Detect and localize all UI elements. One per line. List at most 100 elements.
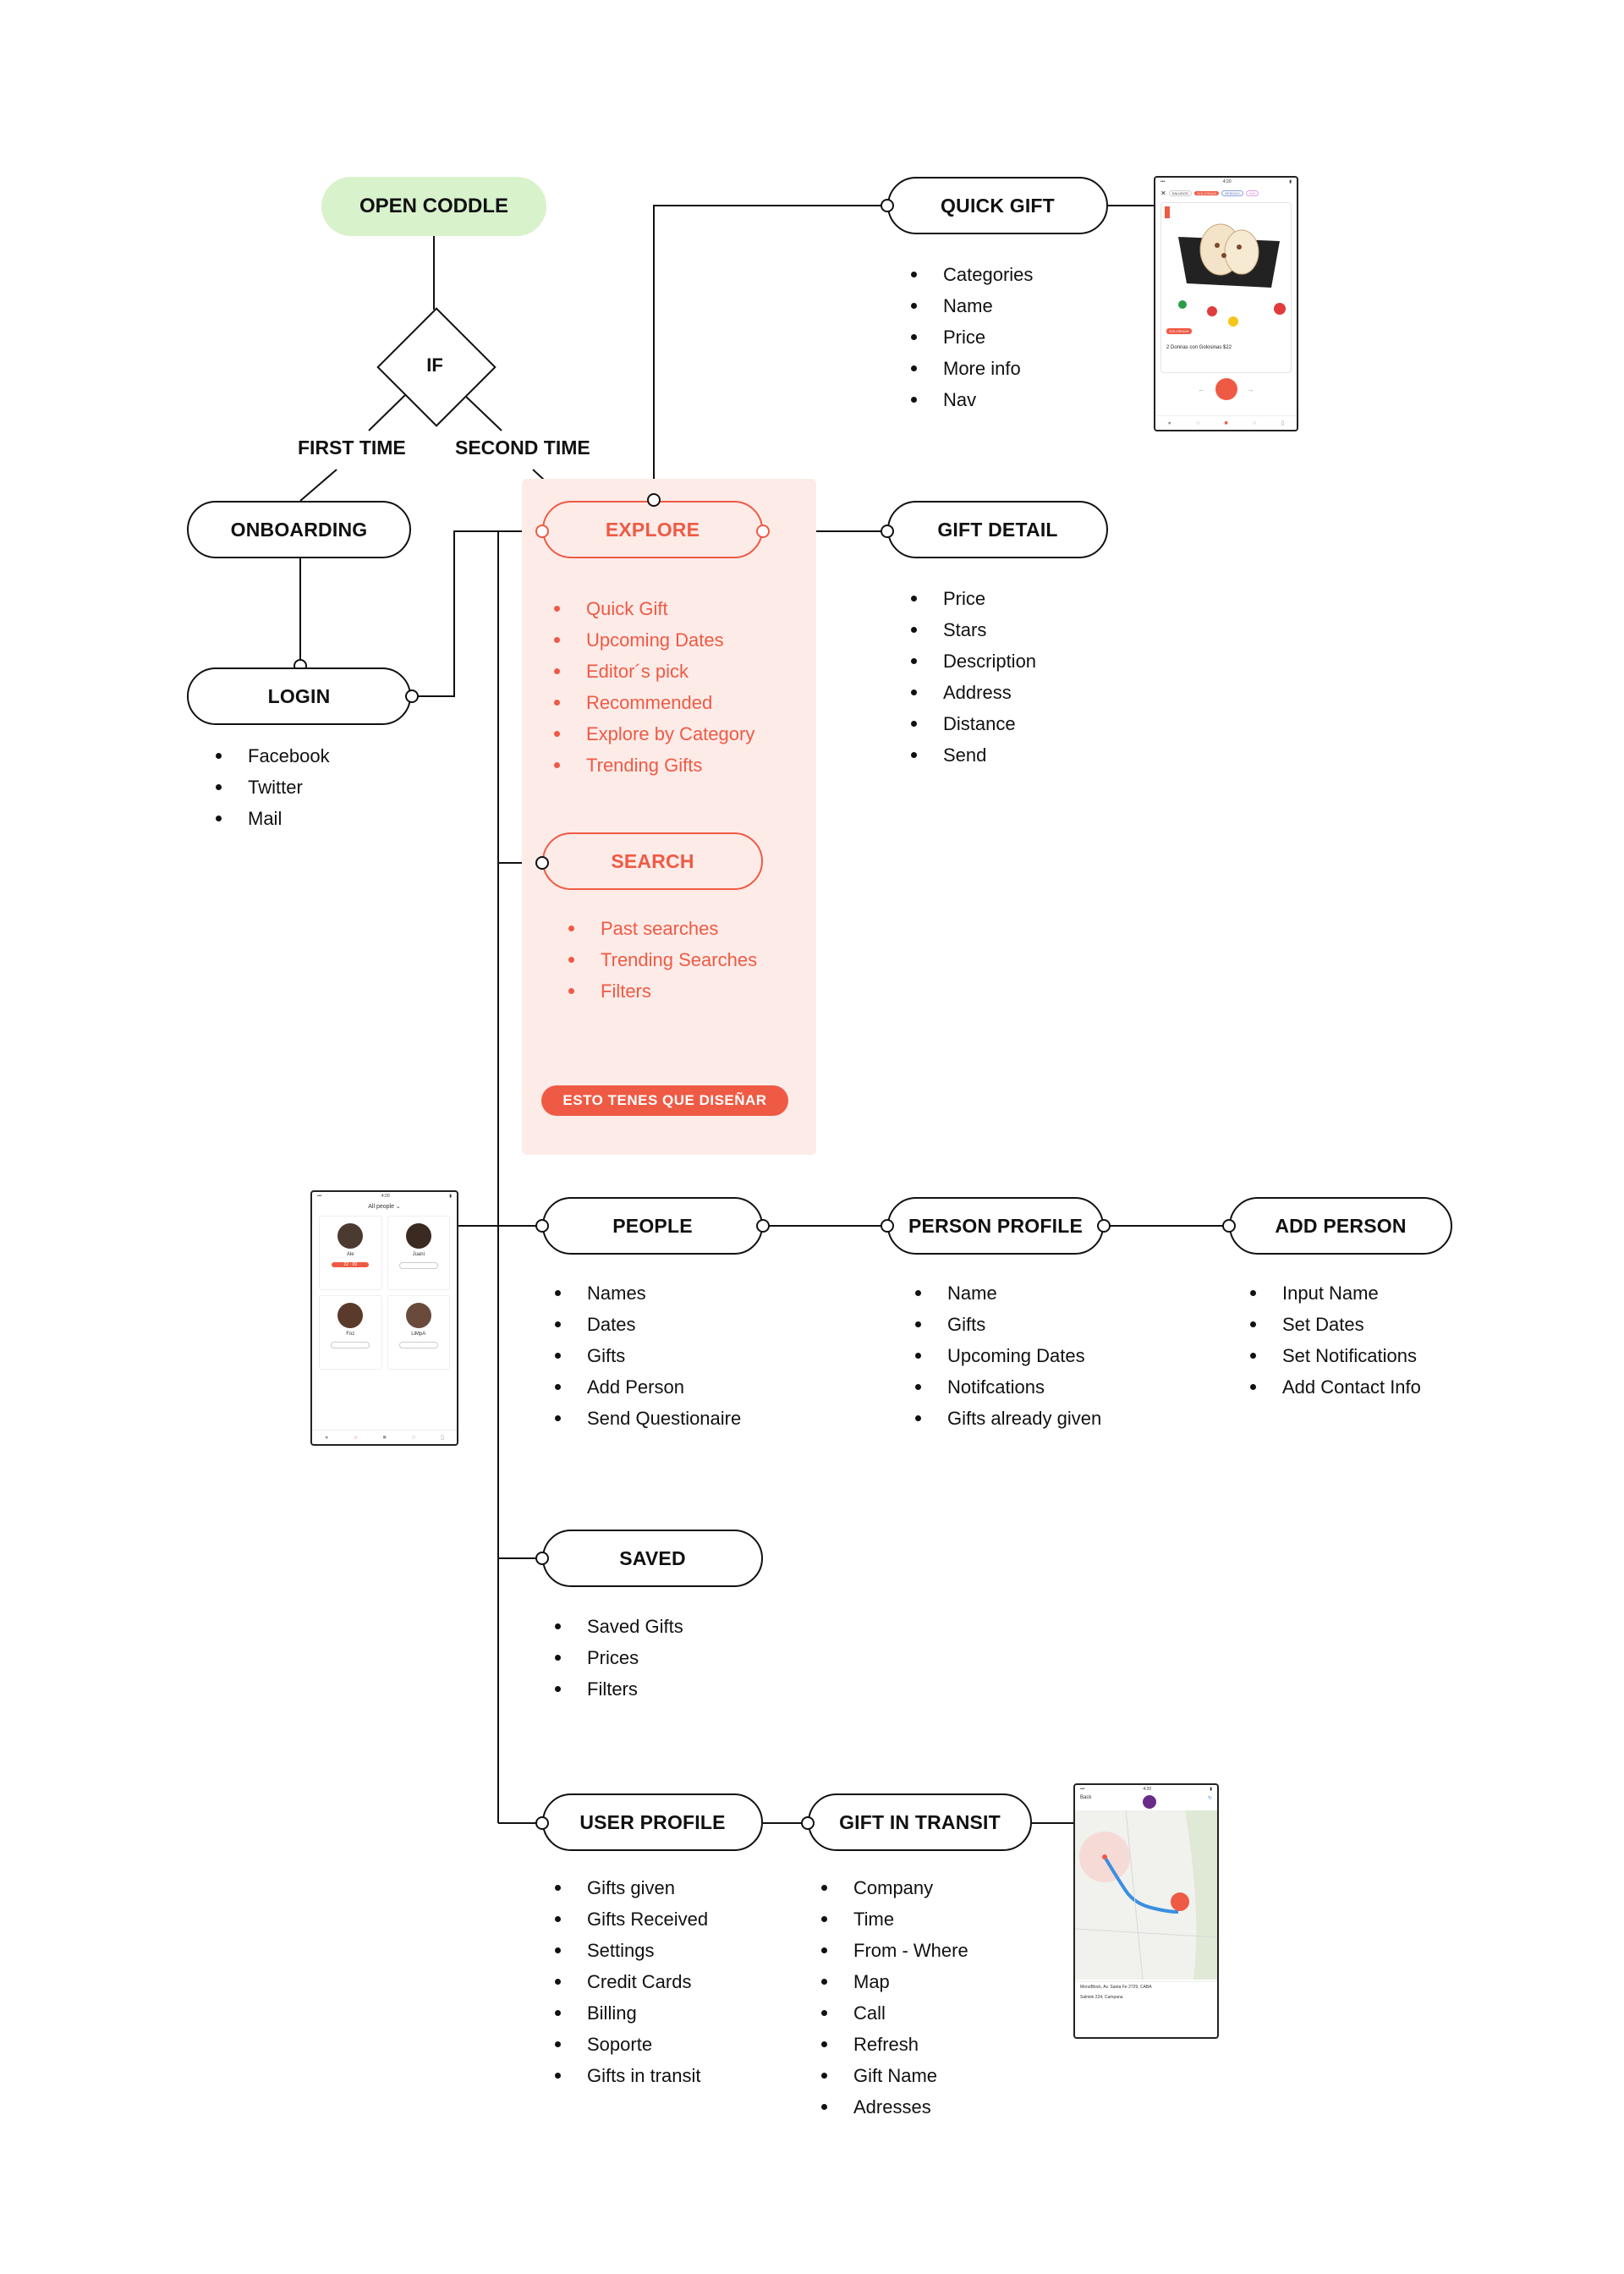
destination-address: Salmini 224, Campana — [1080, 1995, 1123, 2000]
profile-tab-icon[interactable]: ● — [325, 1434, 329, 1441]
list-item: Refresh — [821, 2029, 968, 2060]
list-item: Twitter — [216, 772, 330, 803]
gift-tab-icon[interactable]: ■ — [382, 1434, 387, 1441]
list-item: Gifts given — [555, 1872, 708, 1903]
gift-in-transit-in-port — [801, 1816, 815, 1830]
list-item: Prices — [555, 1642, 683, 1673]
person-card[interactable]: Juani — [387, 1216, 450, 1290]
list-item: Upcoming Dates — [554, 624, 754, 656]
start-node: OPEN CODDLE — [321, 177, 546, 236]
saved-node[interactable]: SAVED — [542, 1530, 763, 1587]
category-chips: ✕ SALUDOS GOLOSINAS BEBIDAS CUI — [1155, 186, 1297, 200]
list-item: Past searches — [568, 913, 757, 944]
people-phone-screenshot: •••4:20▮ All people ⌄ Ale 22 · 09 Juani … — [310, 1190, 458, 1446]
add-person-label: ADD PERSON — [1275, 1214, 1407, 1237]
back-link[interactable]: Back — [1080, 1795, 1092, 1800]
profile-tab-icon[interactable]: ● — [1167, 420, 1171, 426]
list-item: Trending Gifts — [554, 750, 754, 781]
list-item: Company — [821, 1872, 968, 1903]
list-item: Adresses — [821, 2091, 968, 2123]
explore-label: EXPLORE — [605, 518, 700, 541]
list-item: Gifts Received — [555, 1903, 708, 1935]
list-item: Description — [911, 645, 1036, 677]
login-label: LOGIN — [267, 684, 331, 707]
list-item: Time — [821, 1903, 968, 1935]
saved-tab-icon[interactable]: ▯ — [441, 1435, 444, 1441]
person-profile-items: Name Gifts Upcoming Dates Notifcations G… — [915, 1277, 1101, 1434]
list-item: Recommended — [554, 687, 754, 718]
explore-node[interactable]: EXPLORE — [542, 501, 763, 558]
saved-tab-icon[interactable]: ▯ — [1281, 420, 1285, 426]
list-item: Facebook — [216, 740, 330, 772]
tab-bar: ● ○ ■ ○ ▯ — [1155, 415, 1297, 430]
quick-gift-node[interactable]: QUICK GIFT — [887, 177, 1108, 234]
people-tab-icon[interactable]: ○ — [1196, 420, 1200, 426]
list-item: Stars — [911, 614, 1036, 645]
gift-tab-icon[interactable]: ■ — [1224, 420, 1228, 426]
people-tab-icon[interactable]: ○ — [354, 1434, 358, 1441]
saved-label: SAVED — [619, 1546, 686, 1569]
list-item: Call — [821, 1997, 968, 2029]
person-card[interactable]: Foz — [319, 1295, 382, 1370]
onboarding-node[interactable]: ONBOARDING — [187, 501, 411, 558]
list-item: Gifts already given — [915, 1403, 1101, 1434]
search-node[interactable]: SEARCH — [542, 832, 763, 890]
refresh-icon[interactable]: ↻ — [1207, 1796, 1212, 1801]
people-node[interactable]: PEOPLE — [542, 1197, 763, 1255]
list-item: Send — [911, 739, 1036, 771]
list-item: Gifts — [555, 1340, 741, 1371]
person-card[interactable]: LiMpA — [387, 1295, 450, 1370]
list-item: Address — [911, 677, 1036, 708]
list-item: Editor´s pick — [554, 656, 754, 687]
people-in-port — [535, 1219, 549, 1233]
explore-items: Quick Gift Upcoming Dates Editor´s pick … — [554, 593, 754, 781]
search-items: Past searches Trending Searches Filters — [568, 913, 757, 1007]
person-profile-label: PERSON PROFILE — [908, 1214, 1083, 1237]
login-node[interactable]: LOGIN — [187, 667, 411, 725]
gift-detail-node[interactable]: GIFT DETAIL — [887, 501, 1108, 558]
chip: BEBIDAS — [1221, 190, 1243, 196]
quick-gift-in-port — [881, 199, 894, 212]
explore-in-port — [535, 525, 549, 538]
person-card[interactable]: Ale 22 · 09 — [319, 1216, 382, 1290]
gift-icon[interactable] — [1215, 378, 1237, 400]
list-item: Credit Cards — [555, 1966, 708, 1997]
second-time-label: SECOND TIME — [455, 437, 590, 459]
quick-gift-label: QUICK GIFT — [941, 194, 1055, 217]
list-item: From - Where — [821, 1935, 968, 1966]
saved-items: Saved Gifts Prices Filters — [555, 1611, 683, 1705]
search-tab-icon[interactable]: ○ — [1253, 420, 1257, 426]
person-name: LiMpA — [411, 1332, 426, 1337]
add-person-node[interactable]: ADD PERSON — [1229, 1197, 1452, 1255]
list-item: Send Questionaire — [555, 1403, 741, 1434]
add-person-in-port — [1222, 1219, 1236, 1233]
person-profile-node[interactable]: PERSON PROFILE — [887, 1197, 1104, 1255]
gift-detail-label: GIFT DETAIL — [937, 518, 1058, 541]
product-image — [1165, 206, 1286, 327]
gift-in-transit-node[interactable]: GIFT IN TRANSIT — [808, 1793, 1032, 1851]
login-items: Facebook Twitter Mail — [216, 740, 330, 834]
gift-in-transit-label: GIFT IN TRANSIT — [839, 1810, 1001, 1833]
user-profile-items: Gifts given Gifts Received Settings Cred… — [555, 1872, 708, 2091]
list-item: Set Notifications — [1250, 1340, 1421, 1371]
arrow-right-icon[interactable]: → — [1247, 385, 1254, 393]
person-name: Foz — [346, 1332, 355, 1337]
date-badge — [331, 1342, 370, 1348]
list-item: Gift Name — [821, 2060, 968, 2091]
list-item: Add Person — [555, 1371, 741, 1403]
search-tab-icon[interactable]: ○ — [411, 1434, 416, 1441]
people-filter-header[interactable]: All people ⌄ — [368, 1204, 401, 1210]
design-scope-button[interactable]: ESTO TENES QUE DISEÑAR — [541, 1085, 788, 1116]
list-item: Map — [821, 1966, 968, 1997]
people-grid: Ale 22 · 09 Juani Foz LiMpA — [312, 1212, 457, 1373]
category-badge: GOLOSINAS — [1166, 328, 1192, 334]
user-profile-node[interactable]: USER PROFILE — [542, 1793, 763, 1851]
transit-map[interactable] — [1075, 1810, 1217, 1980]
list-item: Name — [915, 1277, 1101, 1309]
user-profile-in-port — [535, 1816, 549, 1830]
list-item: Gifts in transit — [555, 2060, 708, 2091]
quick-gift-items: Categories Name Price More info Nav — [911, 259, 1033, 415]
arrow-left-icon[interactable]: ← — [1198, 385, 1205, 393]
close-icon: ✕ — [1160, 190, 1166, 197]
